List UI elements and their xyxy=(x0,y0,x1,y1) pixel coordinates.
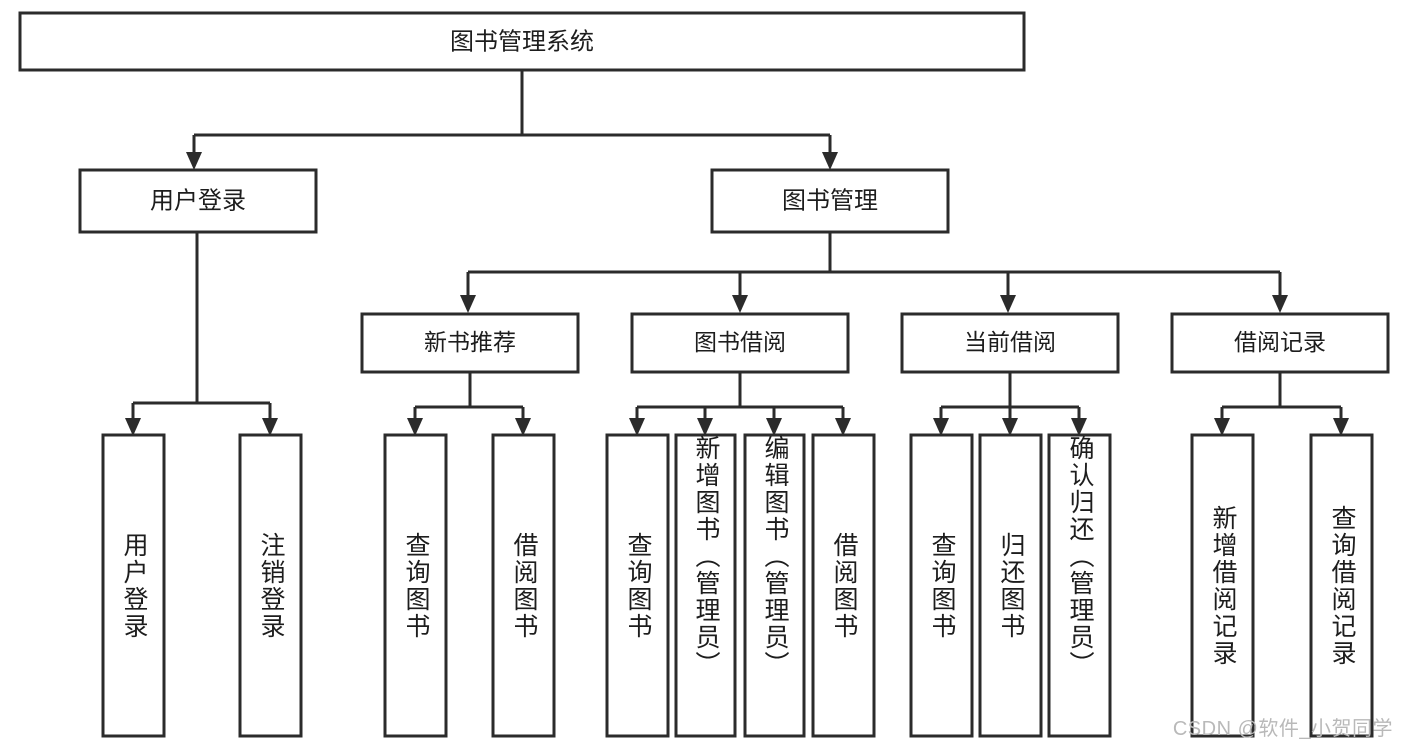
node-root-label: 图书管理系统 xyxy=(450,28,594,55)
node-borrow-record[interactable]: 借阅记录 xyxy=(1170,312,1390,374)
node-book-borrow-label: 图书借阅 xyxy=(694,329,786,355)
leaf-box-nb-borrow[interactable] xyxy=(491,433,556,738)
leaf-box-bb-add[interactable] xyxy=(674,433,737,738)
leaf-box-cb-query[interactable] xyxy=(909,433,974,738)
node-root[interactable]: 图书管理系统 xyxy=(18,11,1026,72)
node-book-management-label: 图书管理 xyxy=(782,187,878,214)
connectors-borrow-record-to-leaves xyxy=(1214,372,1349,436)
node-book-borrow[interactable]: 图书借阅 xyxy=(630,312,850,374)
leaf-box-logout[interactable] xyxy=(238,433,303,738)
connectors-user-login-to-leaves xyxy=(125,232,278,436)
connectors-new-book-to-leaves xyxy=(407,372,531,436)
leaf-boxes xyxy=(101,433,1374,738)
node-new-book-recommend-label: 新书推荐 xyxy=(424,329,516,355)
connectors-book-mgmt-to-level3 xyxy=(460,232,1288,313)
node-new-book-recommend[interactable]: 新书推荐 xyxy=(360,312,580,374)
leaf-box-bb-edit[interactable] xyxy=(743,433,806,738)
leaf-box-user-login[interactable] xyxy=(101,433,166,738)
watermark: CSDN @软件_小贺同学 xyxy=(1172,718,1393,740)
leaf-box-bb-query[interactable] xyxy=(605,433,670,738)
connectors-current-borrow-to-leaves xyxy=(933,372,1087,436)
connectors-book-borrow-to-leaves xyxy=(629,372,851,436)
node-current-borrow-label: 当前借阅 xyxy=(964,329,1056,355)
leaf-box-cb-return[interactable] xyxy=(978,433,1043,738)
leaf-box-bb-borrow[interactable] xyxy=(811,433,876,738)
node-current-borrow[interactable]: 当前借阅 xyxy=(900,312,1120,374)
node-user-login-label: 用户登录 xyxy=(150,187,246,214)
node-book-management[interactable]: 图书管理 xyxy=(710,168,950,234)
leaf-box-br-add[interactable] xyxy=(1190,433,1255,738)
leaf-box-nb-query[interactable] xyxy=(383,433,448,738)
node-user-login[interactable]: 用户登录 xyxy=(78,168,318,234)
leaf-box-cb-confirm[interactable] xyxy=(1047,433,1112,738)
connectors-root-to-level2 xyxy=(186,70,838,170)
leaf-box-br-query[interactable] xyxy=(1309,433,1374,738)
node-borrow-record-label: 借阅记录 xyxy=(1234,329,1326,355)
